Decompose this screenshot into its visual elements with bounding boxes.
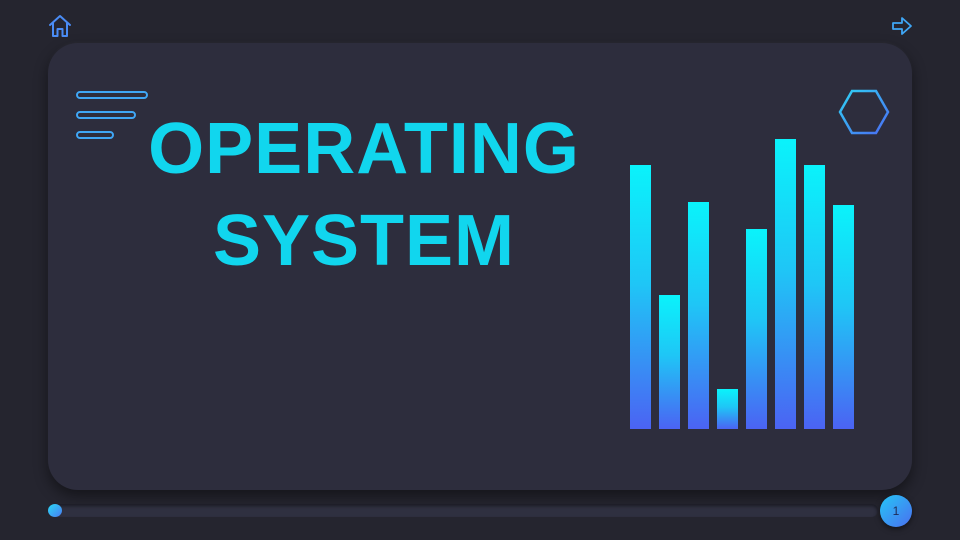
decor-bar	[804, 165, 825, 429]
page-number-badge[interactable]: 1	[880, 495, 912, 527]
decorative-bar-graphic	[630, 139, 854, 429]
decor-bar	[688, 202, 709, 429]
menu-line	[76, 91, 148, 99]
home-button[interactable]	[46, 12, 74, 40]
hexagon-icon	[838, 89, 890, 135]
decor-bar	[659, 295, 680, 429]
menu-line	[76, 131, 114, 139]
decor-bar	[717, 389, 738, 429]
slide-title: OPERATING SYSTEM	[104, 103, 624, 287]
decor-bar	[775, 139, 796, 429]
title-line-1: OPERATING	[148, 109, 580, 189]
title-line-2: SYSTEM	[212, 201, 516, 281]
decor-bar	[833, 205, 854, 429]
menu-lines-icon	[76, 91, 152, 143]
menu-line	[76, 111, 136, 119]
decor-bar	[746, 229, 767, 429]
slide-card: OPERATING SYSTEM	[48, 43, 912, 490]
home-icon	[49, 15, 71, 37]
slide-progress-bar[interactable]	[48, 504, 878, 517]
progress-knob[interactable]	[48, 504, 62, 517]
decor-bar	[630, 165, 651, 429]
arrow-right-icon	[892, 17, 912, 35]
next-slide-button[interactable]	[888, 12, 916, 40]
